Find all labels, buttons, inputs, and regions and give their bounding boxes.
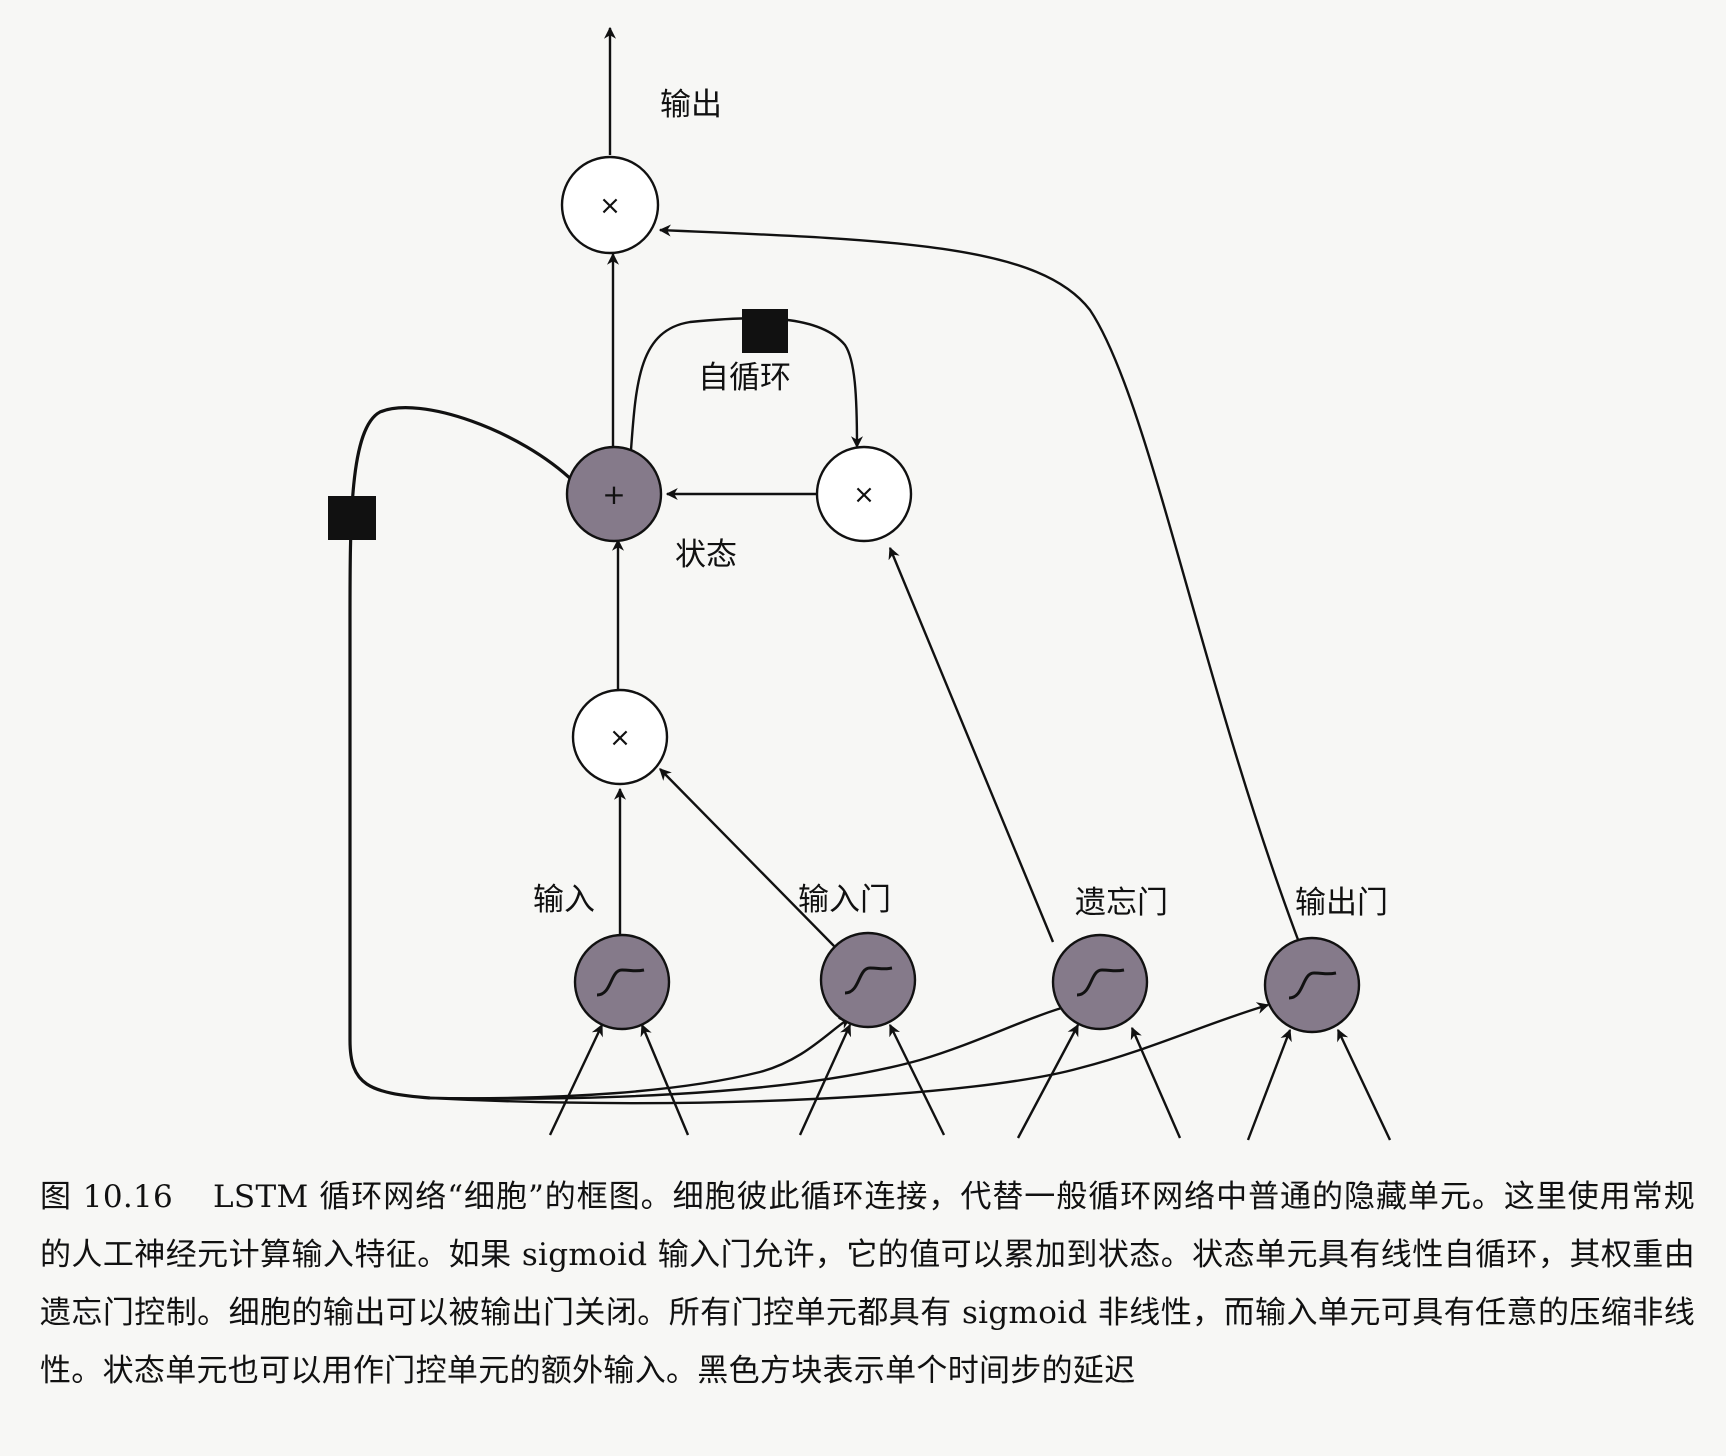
output-gate-in-right-arrow xyxy=(1336,1028,1392,1141)
output-gate-unit xyxy=(1263,936,1361,1034)
sigmoid-icon xyxy=(596,968,645,997)
output-gate-to-mult-arrow xyxy=(658,224,1302,946)
feedback-delay-block xyxy=(328,496,376,540)
state-label: 状态 xyxy=(675,537,737,573)
figure-number: 图 10.16 xyxy=(40,1179,174,1215)
input-in-right-arrow xyxy=(640,1023,690,1136)
forget-mult-symbol: × xyxy=(853,480,875,510)
input-gate-label: 输入门 xyxy=(798,882,891,918)
self-loop-label: 自循环 xyxy=(698,360,791,396)
sigmoid-icon xyxy=(1076,968,1125,997)
state-to-input-gate-arrow xyxy=(429,1016,852,1100)
state-to-forget-gate-arrow xyxy=(429,1001,1074,1100)
input-label: 输入 xyxy=(533,882,595,918)
output-mult-node: × xyxy=(560,155,660,255)
input-gate-to-mult-arrow xyxy=(659,768,835,947)
input-unit xyxy=(573,933,671,1031)
output-gate-label: 输出门 xyxy=(1295,885,1388,921)
output-gate-in-left-arrow xyxy=(1246,1028,1292,1141)
sigmoid-icon xyxy=(1288,971,1337,1000)
input-in-left-arrow xyxy=(548,1023,604,1136)
self-loop-delay-block xyxy=(742,309,788,353)
state-to-output-gate-arrow xyxy=(429,1002,1270,1105)
state-node: + xyxy=(565,445,663,543)
input-mult-node: × xyxy=(571,688,669,786)
output-label: 输出 xyxy=(660,87,722,123)
input-mult-symbol: × xyxy=(609,723,631,753)
caption-text: LSTM 循环网络“细胞”的框图。细胞彼此循环连接，代替一般循环网络中普通的隐藏… xyxy=(40,1179,1695,1389)
forget-gate-to-mult-arrow xyxy=(888,546,1055,943)
sigmoid-icon xyxy=(844,966,893,995)
forget-mult-node: × xyxy=(815,445,913,543)
input-gate-in-right-arrow xyxy=(888,1023,946,1136)
forget-gate-label: 遗忘门 xyxy=(1075,885,1168,921)
forget-gate-unit xyxy=(1051,933,1149,1031)
state-feedback-loop xyxy=(348,406,576,1100)
output-mult-symbol: × xyxy=(599,191,621,221)
forget-gate-in-left-arrow xyxy=(1016,1023,1080,1139)
state-add-symbol: + xyxy=(602,478,625,511)
input-gate-unit xyxy=(819,931,917,1029)
forget-gate-in-right-arrow xyxy=(1130,1026,1182,1139)
